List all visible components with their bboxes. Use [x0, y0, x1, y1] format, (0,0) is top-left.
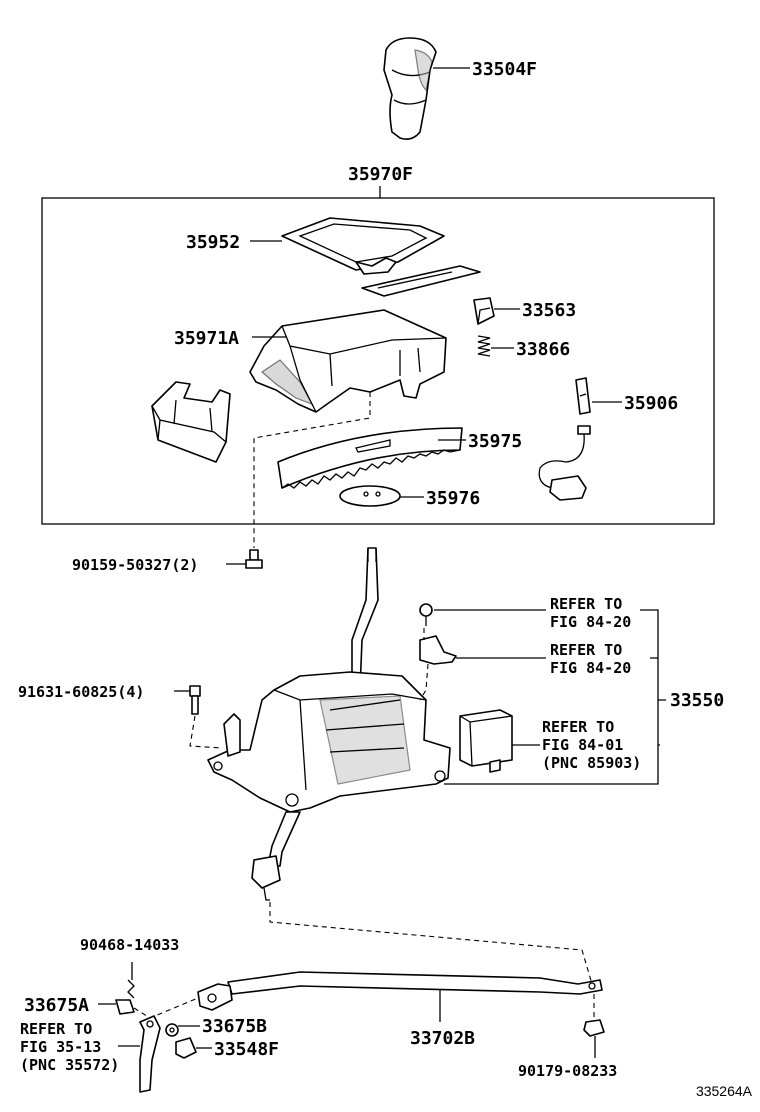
slide-plate-illustration [361, 265, 481, 297]
dashed-guide-91631 [189, 715, 223, 749]
dashed-guide-rod [269, 902, 593, 985]
ref-label-4-line1: REFER TO [20, 1020, 92, 1038]
assembly-box-35970F [41, 197, 715, 525]
part-label-33675B: 33675B [202, 1016, 267, 1037]
base-bracket-illustration [223, 713, 241, 757]
disc-35976-illustration [339, 485, 401, 507]
part-label-91631: 91631-60825(4) [18, 683, 144, 701]
transmission-lever-illustration [139, 1015, 161, 1093]
ref-label-2-line2: FIG 84-20 [550, 659, 631, 677]
ref-label-3-line3: (PNC 85903) [542, 754, 641, 772]
sector-plate-35975-illustration [277, 427, 463, 489]
ref-label-2-line1: REFER TO [550, 641, 622, 659]
bracket-illustration [151, 381, 231, 463]
ref-label-4-line3: (PNC 35572) [20, 1056, 119, 1074]
shift-lever-rod-illustration [351, 547, 379, 691]
part-label-33866: 33866 [516, 339, 570, 360]
housing-35971A-illustration [249, 309, 447, 413]
part-label-35952: 35952 [186, 232, 240, 253]
indicator-plate-illustration [281, 217, 445, 275]
pin-33675A-illustration [115, 999, 135, 1015]
control-unit-illustration [459, 709, 513, 773]
ref-label-4-line2: FIG 35-13 [20, 1038, 101, 1056]
clip-33563-illustration [473, 297, 495, 325]
bushing-33548F-illustration [175, 1037, 197, 1059]
upper-bolt-illustration [419, 603, 433, 626]
part-label-33675A: 33675A [24, 995, 89, 1016]
part-label-33550: 33550 [670, 690, 724, 711]
washer-33675B-illustration [165, 1023, 179, 1037]
clip-90468-illustration [127, 979, 135, 999]
wire-harness-illustration [538, 425, 591, 501]
ref-label-3-line2: FIG 84-01 [542, 736, 623, 754]
lever-arm-illustration [251, 811, 301, 901]
ref-label-1-line1: REFER TO [550, 595, 622, 613]
nut-90179-illustration [583, 1019, 605, 1037]
dashed-guide-pin [133, 997, 199, 1019]
part-label-35970F: 35970F [348, 164, 413, 185]
part-label-35906: 35906 [624, 393, 678, 414]
shift-lever-base-illustration [207, 671, 451, 813]
part-label-35976: 35976 [426, 488, 480, 509]
part-label-90159: 90159-50327(2) [72, 556, 198, 574]
switch-35906-illustration [575, 377, 591, 415]
part-label-33702B: 33702B [410, 1028, 475, 1049]
part-label-90179: 90179-08233 [518, 1062, 617, 1080]
spring-33866-illustration [477, 335, 491, 357]
part-label-33563: 33563 [522, 300, 576, 321]
part-label-90468: 90468-14033 [80, 936, 179, 954]
control-rod-illustration [197, 971, 603, 1011]
part-label-35975: 35975 [468, 431, 522, 452]
dashed-guide-housing-bolt [253, 392, 371, 548]
bracket-33550 [444, 609, 666, 785]
figure-id: 335264A [696, 1083, 753, 1099]
part-label-33548F: 33548F [214, 1039, 279, 1060]
part-label-35971A: 35971A [174, 328, 239, 349]
ref-label-3-line1: REFER TO [542, 718, 614, 736]
dashed-guide-clip [419, 628, 429, 701]
part-label-33504F: 33504F [472, 59, 537, 80]
ref-label-1-line2: FIG 84-20 [550, 613, 631, 631]
bracket-clip-illustration [419, 635, 457, 665]
bolt-90159-illustration [245, 549, 263, 569]
bolt-91631-illustration [189, 685, 201, 715]
shift-knob-illustration [383, 37, 437, 140]
